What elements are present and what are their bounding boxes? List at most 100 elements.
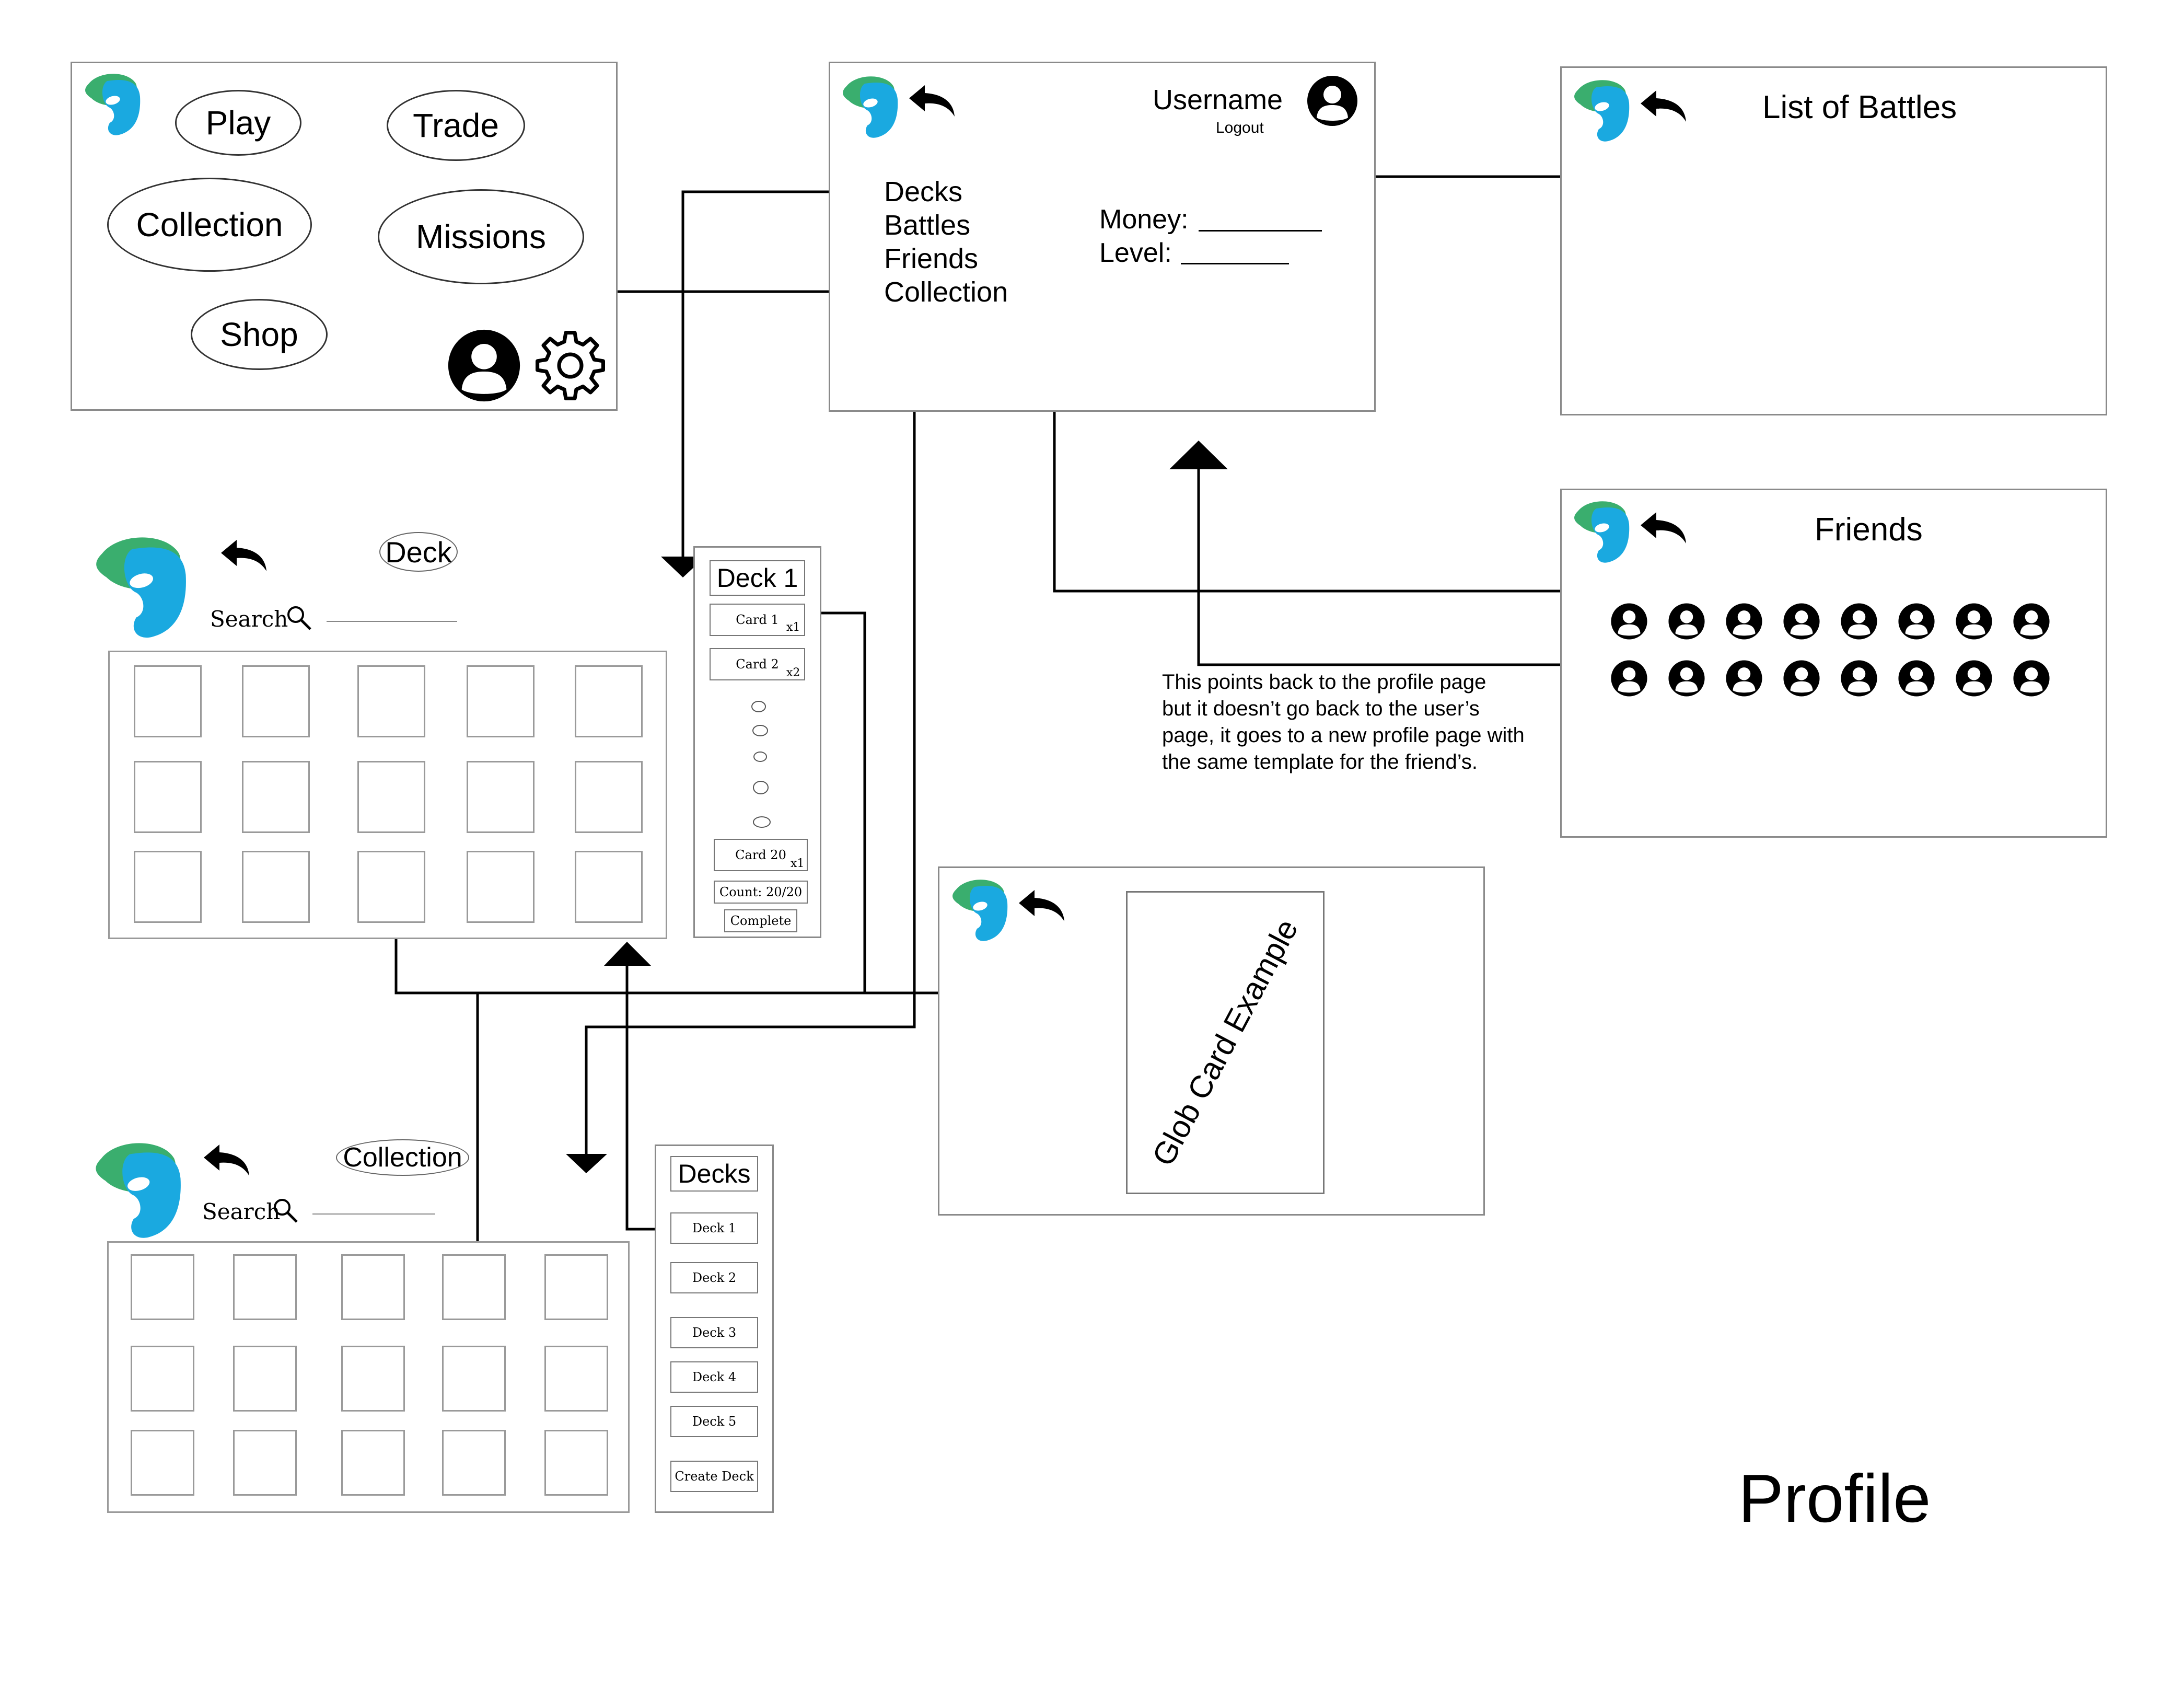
search-input[interactable] — [327, 621, 457, 622]
friend-avatar-icon[interactable] — [1840, 603, 1878, 643]
search-input[interactable] — [312, 1213, 435, 1215]
deck-card-item[interactable]: Card 1 — [710, 604, 805, 636]
page-label: Profile — [1738, 1460, 1931, 1536]
glob-logo-icon — [1574, 80, 1630, 142]
user-avatar-icon[interactable] — [1306, 75, 1358, 127]
card-slot[interactable] — [467, 851, 535, 923]
card-slot[interactable] — [242, 761, 310, 833]
battles-screen — [1560, 66, 2107, 415]
card-slot[interactable] — [131, 1254, 194, 1320]
profile-nav-friends[interactable]: Friends — [884, 243, 979, 274]
glob-logo-icon — [1574, 501, 1630, 563]
card-slot[interactable] — [442, 1346, 506, 1412]
back-arrow-icon[interactable] — [1016, 887, 1068, 924]
glob-card[interactable]: Glob Card Example — [1126, 891, 1325, 1194]
logout-link[interactable]: Logout — [1216, 119, 1264, 136]
deck-list-item[interactable]: Deck 5 — [670, 1406, 758, 1437]
card-slot[interactable] — [233, 1346, 297, 1412]
play-button[interactable]: Play — [175, 90, 301, 156]
friend-avatar-icon[interactable] — [1725, 603, 1763, 643]
glob-logo-icon — [952, 880, 1008, 941]
profile-avatar-icon[interactable] — [447, 328, 521, 403]
level-label: Level: — [1099, 238, 1172, 268]
friend-avatar-icon[interactable] — [1955, 603, 1993, 643]
card-slot[interactable] — [134, 761, 202, 833]
complete-button[interactable]: Complete — [724, 909, 797, 932]
card-slot[interactable] — [442, 1254, 506, 1320]
friend-avatar-icon[interactable] — [2013, 660, 2050, 700]
card-slot[interactable] — [242, 851, 310, 923]
money-label: Money: — [1099, 204, 1189, 235]
deck-panel-title: Deck 1 — [710, 560, 805, 596]
card-slot[interactable] — [341, 1430, 405, 1496]
friend-avatar-icon[interactable] — [1783, 660, 1820, 700]
back-arrow-icon[interactable] — [1638, 510, 1690, 546]
deck-card-item[interactable]: Card 20 — [714, 839, 808, 871]
friend-avatar-icon[interactable] — [1955, 660, 1993, 700]
annotation-line: This points back to the profile page — [1162, 670, 1486, 693]
friend-avatar-icon[interactable] — [1668, 603, 1705, 643]
card-slot[interactable] — [131, 1346, 194, 1412]
card-slot[interactable] — [357, 761, 425, 833]
gear-icon[interactable] — [533, 328, 608, 403]
search-icon[interactable] — [272, 1197, 299, 1224]
deck-card-item[interactable]: Card 2 — [710, 648, 805, 680]
deck-list-item[interactable]: Deck 4 — [670, 1361, 758, 1393]
money-value-line — [1199, 230, 1322, 232]
friend-avatar-icon[interactable] — [1840, 660, 1878, 700]
friend-avatar-icon[interactable] — [1610, 603, 1648, 643]
card-slot[interactable] — [442, 1430, 506, 1496]
card-slot[interactable] — [575, 761, 643, 833]
search-icon[interactable] — [285, 604, 312, 631]
back-arrow-icon[interactable] — [218, 537, 271, 574]
card-slot[interactable] — [544, 1346, 608, 1412]
friend-avatar-icon[interactable] — [2013, 603, 2050, 643]
card-slot[interactable] — [575, 851, 643, 923]
card-slot[interactable] — [357, 851, 425, 923]
card-slot[interactable] — [544, 1430, 608, 1496]
friends-title: Friends — [1815, 512, 1923, 548]
card-slot[interactable] — [467, 665, 535, 737]
collection-page-title: Collection — [336, 1139, 469, 1176]
back-arrow-icon[interactable] — [1638, 88, 1690, 124]
friend-avatar-icon[interactable] — [1725, 660, 1763, 700]
card-slot[interactable] — [341, 1346, 405, 1412]
card-slot[interactable] — [233, 1254, 297, 1320]
collection-button[interactable]: Collection — [107, 178, 312, 272]
friend-avatar-icon[interactable] — [1898, 603, 1935, 643]
card-slot[interactable] — [357, 665, 425, 737]
friend-avatar-icon[interactable] — [1668, 660, 1705, 700]
deck-list-item[interactable]: Deck 1 — [670, 1212, 758, 1244]
card-slot[interactable] — [242, 665, 310, 737]
glob-logo-icon — [85, 74, 141, 135]
card-label: Glob Card Example — [1145, 913, 1305, 1172]
card-slot[interactable] — [134, 851, 202, 923]
deck-list-item[interactable]: Deck 3 — [670, 1317, 758, 1348]
friend-avatar-icon[interactable] — [1783, 603, 1820, 643]
profile-nav-decks[interactable]: Decks — [884, 176, 963, 207]
create-deck-button[interactable]: Create Deck — [670, 1461, 758, 1492]
friend-avatar-icon[interactable] — [1898, 660, 1935, 700]
trade-button[interactable]: Trade — [387, 90, 525, 161]
back-arrow-icon[interactable] — [201, 1142, 253, 1178]
card-slot[interactable] — [341, 1254, 405, 1320]
level-value-line — [1181, 263, 1289, 264]
card-slot[interactable] — [544, 1254, 608, 1320]
shop-button[interactable]: Shop — [191, 299, 328, 370]
annotation-note: This points back to the profile page but… — [1162, 669, 1525, 776]
friend-avatar-icon[interactable] — [1610, 660, 1648, 700]
back-arrow-icon[interactable] — [907, 83, 959, 119]
deck-list-item[interactable]: Deck 2 — [670, 1262, 758, 1293]
annotation-line: the same template for the friend’s. — [1162, 750, 1478, 773]
annotation-line: page, it goes to a new profile page with — [1162, 724, 1525, 747]
glob-logo-icon — [96, 537, 186, 638]
profile-nav-battles[interactable]: Battles — [884, 210, 971, 241]
profile-nav-collection[interactable]: Collection — [884, 276, 1008, 308]
missions-button[interactable]: Missions — [378, 189, 584, 284]
card-slot[interactable] — [131, 1430, 194, 1496]
card-slot[interactable] — [233, 1430, 297, 1496]
card-slot[interactable] — [575, 665, 643, 737]
card-slot[interactable] — [467, 761, 535, 833]
card-slot[interactable] — [134, 665, 202, 737]
deck-count: Count: 20/20 — [714, 881, 808, 904]
